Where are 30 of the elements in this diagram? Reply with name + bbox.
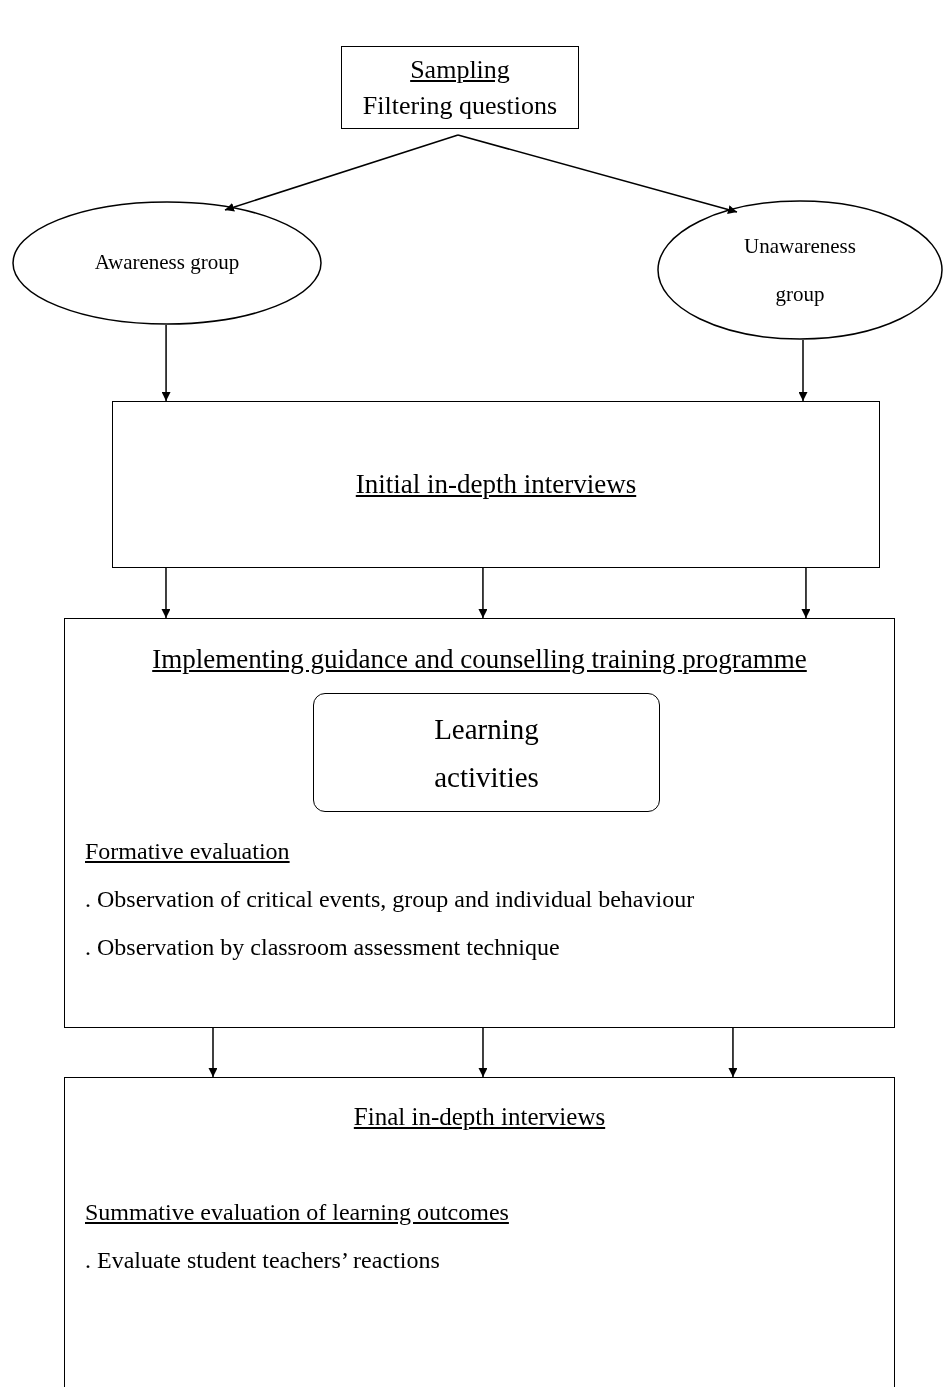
arrow [801, 567, 811, 619]
stage-panel [64, 618, 895, 1028]
panel-heading: Implementing guidance and counselling training programme [151, 643, 808, 676]
stage-panel [64, 1077, 895, 1387]
arrow [161, 567, 171, 619]
process-box [341, 46, 579, 129]
group-label: Awareness group [94, 249, 240, 277]
group-ellipse [657, 200, 943, 340]
bullet-text: . Evaluate student teachers’ reactions [85, 1246, 440, 1275]
process-box [112, 401, 880, 568]
activity-box [313, 693, 660, 812]
arrow [457, 134, 738, 214]
section-heading: Summative evaluation of learning outcomes [85, 1198, 509, 1227]
arrow [224, 134, 459, 212]
arrow [798, 339, 808, 402]
bullet-text: . Observation by classroom assessment technique [85, 933, 560, 962]
group-ellipse [12, 201, 322, 325]
group-label: Unawareness group [743, 233, 857, 308]
arrow [478, 567, 488, 619]
section-heading: Formative evaluation [85, 837, 290, 866]
panel-heading: Final in-depth interviews [352, 1102, 607, 1132]
bullet-text: . Observation of critical events, group and individual behaviour [85, 885, 695, 914]
arrow [478, 1027, 488, 1078]
arrow [728, 1027, 738, 1078]
box-text: Filtering questions [362, 89, 558, 122]
box-text: Learning activities [433, 711, 540, 795]
arrow [161, 324, 171, 402]
box-heading: Sampling [410, 53, 510, 86]
box-heading: Initial in-depth interviews [355, 468, 637, 502]
arrow [208, 1027, 218, 1078]
